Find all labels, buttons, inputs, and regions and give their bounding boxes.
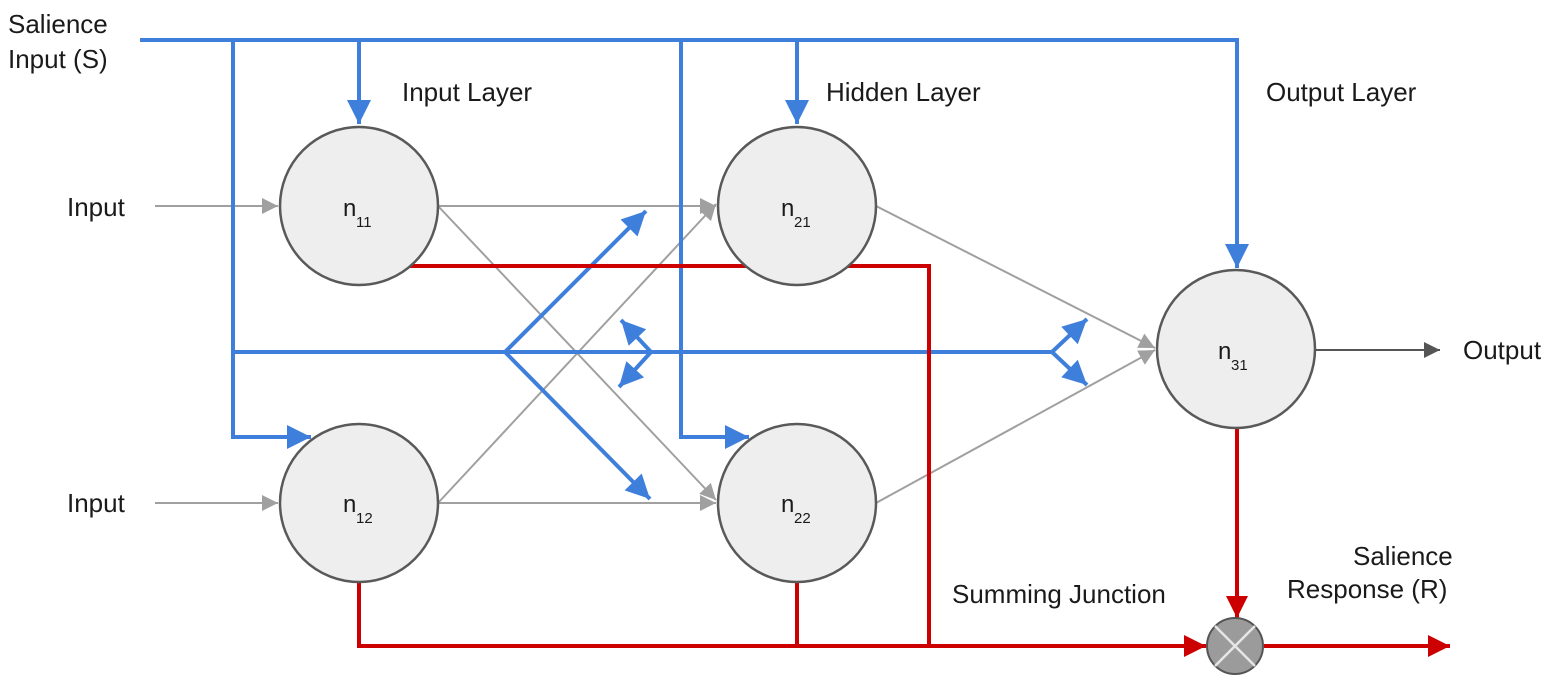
response-signal-lines bbox=[357, 264, 1450, 657]
salience-right-up-arrow bbox=[1050, 317, 1089, 354]
salience-response-label-line2: Response (R) bbox=[1287, 574, 1447, 604]
output-label: Output bbox=[1463, 335, 1542, 365]
input-top-label: Input bbox=[67, 192, 126, 222]
neuron-n11: n 11 bbox=[278, 125, 440, 287]
neuron-n22-label: n bbox=[781, 491, 794, 518]
input-bottom-label: Input bbox=[67, 488, 126, 518]
n21-to-n31-arrow bbox=[875, 205, 1156, 349]
neuron-n12: n 12 bbox=[278, 422, 440, 584]
neuron-n11-label: n bbox=[343, 195, 356, 222]
neuron-n21: n 21 bbox=[716, 125, 878, 287]
salience-to-n12-arrow bbox=[231, 40, 311, 449]
salience-to-n22-arrow bbox=[679, 40, 749, 449]
salience-right-down-arrow bbox=[1050, 350, 1089, 387]
salience-response-label-line1: Salience bbox=[1353, 541, 1453, 571]
neuron-n22-subscript: 22 bbox=[794, 510, 811, 527]
input-layer-title: Input Layer bbox=[402, 77, 532, 107]
salience-main-bus bbox=[140, 38, 1249, 268]
neuron-n21-label: n bbox=[781, 195, 794, 222]
n11-n21-response-line bbox=[408, 264, 931, 646]
salience-diagonal-up-arrow bbox=[503, 209, 648, 354]
n12-response-line bbox=[357, 582, 1206, 657]
neuron-n31: n 31 bbox=[1155, 268, 1317, 430]
summing-junction-label: Summing Junction bbox=[952, 579, 1166, 609]
summing-junction-icon bbox=[1206, 617, 1264, 675]
output-layer-title: Output Layer bbox=[1266, 77, 1417, 107]
salience-diagonal-down-arrow bbox=[503, 350, 652, 501]
salience-input-label-line2: Input (S) bbox=[8, 44, 108, 74]
neuron-n11-subscript: 11 bbox=[356, 214, 372, 231]
n22-to-n31-arrow bbox=[875, 349, 1156, 504]
salience-signal-lines bbox=[140, 38, 1249, 501]
salience-mid-down-arrow bbox=[617, 350, 653, 389]
neuron-n31-label: n bbox=[1218, 338, 1231, 365]
neuron-n12-subscript: 12 bbox=[356, 510, 373, 527]
salience-input-label-line1: Salience bbox=[8, 9, 108, 39]
neuron-n12-label: n bbox=[343, 491, 356, 518]
hidden-layer-title: Hidden Layer bbox=[826, 77, 981, 107]
neuron-n21-subscript: 21 bbox=[794, 214, 811, 231]
neuron-n22: n 22 bbox=[716, 422, 878, 584]
neuron-n31-subscript: 31 bbox=[1231, 357, 1248, 374]
salience-mid-up-arrow bbox=[619, 318, 653, 354]
